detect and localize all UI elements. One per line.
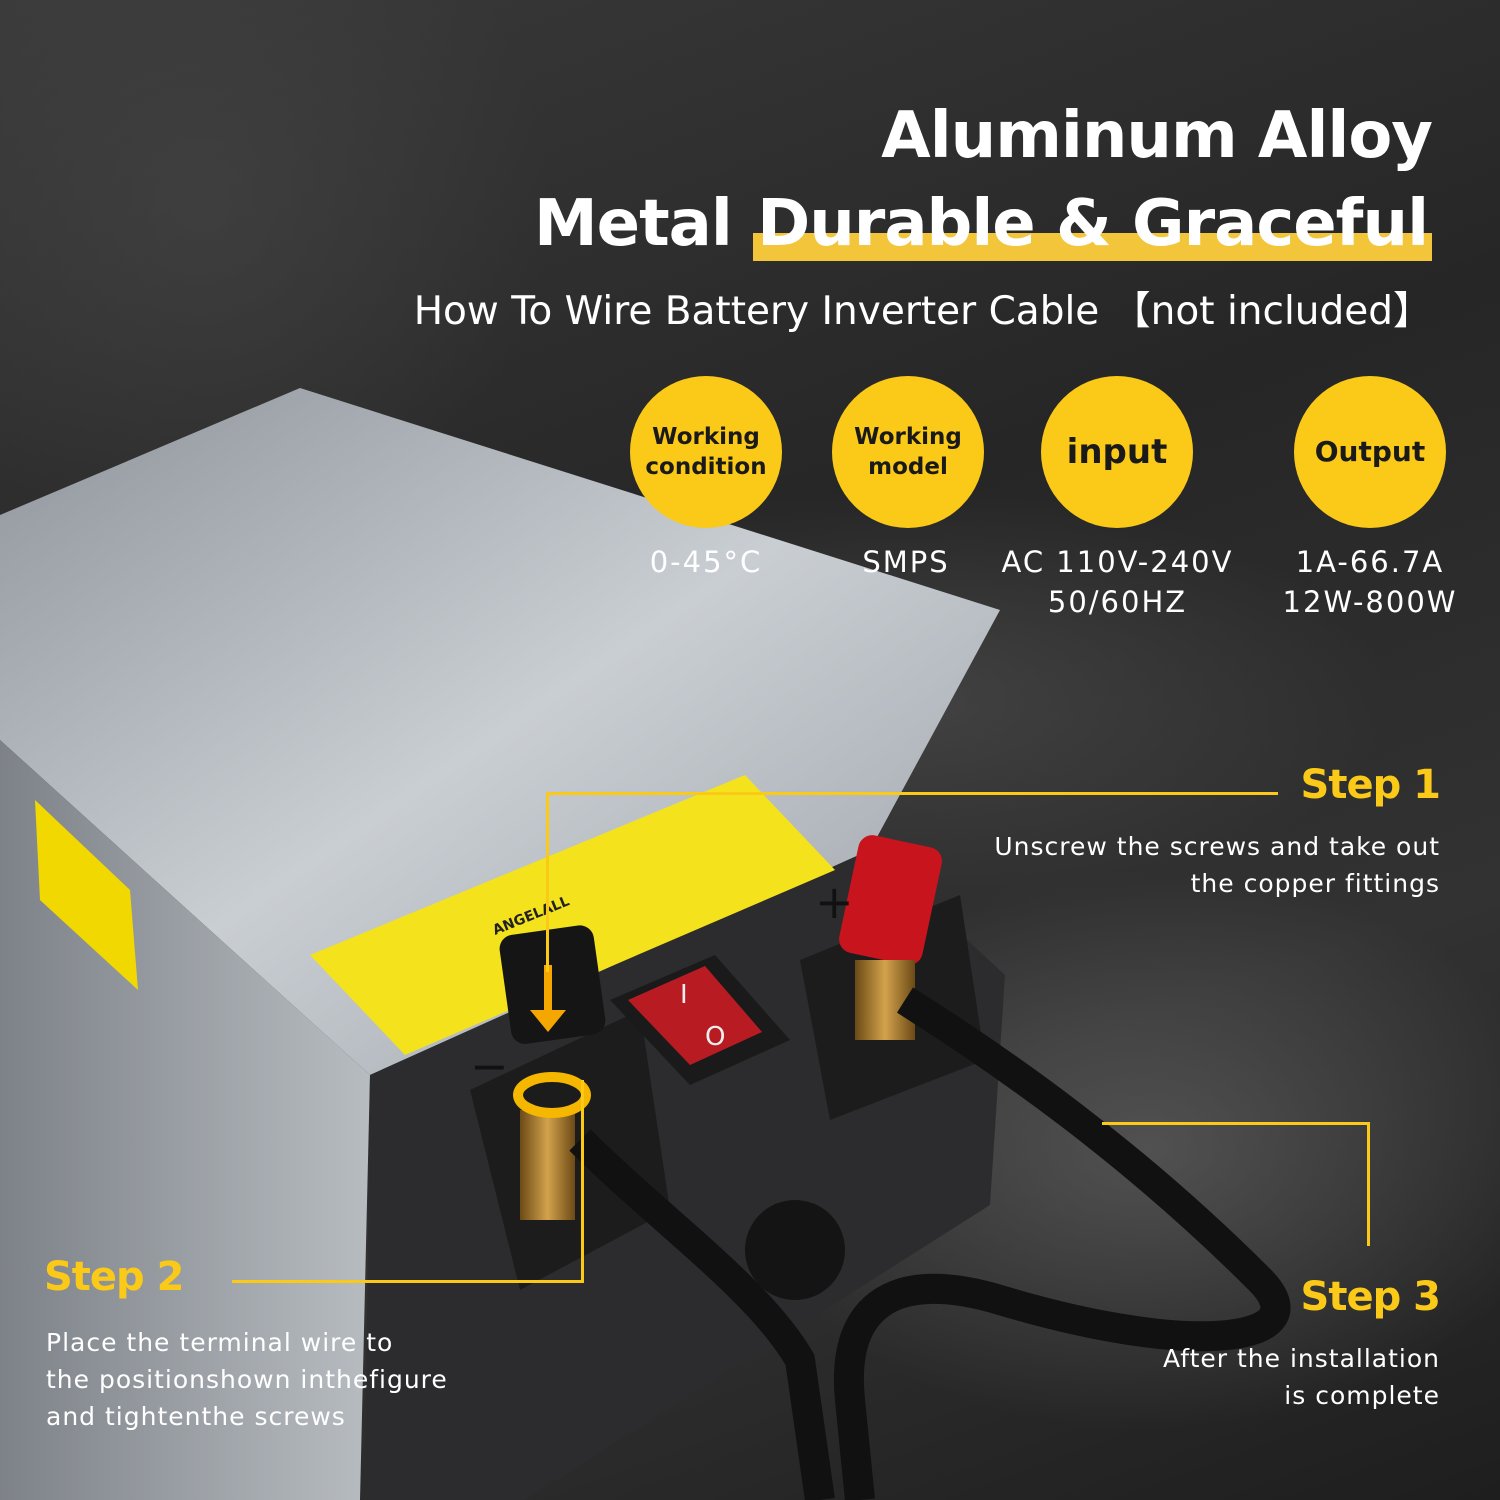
spec-value-input: AC 110V-240V 50/60HZ: [1001, 545, 1234, 619]
headline-highlight: Durable & Graceful: [753, 187, 1432, 261]
subtitle: How To Wire Battery Inverter Cable 【not …: [413, 289, 1432, 334]
step3-title: Step 3: [1300, 1274, 1441, 1320]
switch-on-mark: I: [680, 980, 688, 1010]
plus-sign: +: [815, 875, 854, 929]
headline-plain: Metal: [533, 187, 754, 261]
spec-circle-working-condition: Working condition: [630, 376, 782, 528]
step2-description: Place the terminal wire to the positions…: [46, 1328, 448, 1431]
step2-leader-line: [232, 1280, 584, 1283]
spec-value-working-condition: 0-45°C: [649, 545, 763, 579]
spec-value-working-model: SMPS: [862, 545, 950, 579]
step1-title: Step 1: [1300, 762, 1441, 808]
headline-line-1: Aluminum Alloy: [881, 99, 1433, 173]
warning-label: [310, 775, 835, 1055]
spec-circle-input: input: [1041, 376, 1193, 528]
minus-sign: −: [470, 1039, 509, 1093]
step3-leader-line: [1102, 1122, 1370, 1125]
spec-circle-working-model: Working model: [832, 376, 984, 528]
side-label: [35, 800, 138, 990]
headline-line-2: Metal Durable & Graceful: [534, 180, 1432, 268]
step2-title: Step 2: [44, 1254, 184, 1300]
positive-terminal: [839, 835, 942, 966]
spec-circle-output: Output: [1294, 376, 1446, 528]
negative-terminal: [499, 925, 606, 1044]
headline: Aluminum Alloy Metal Durable & Graceful: [534, 92, 1433, 268]
step1-description: Unscrew the screws and take out the copp…: [994, 832, 1440, 898]
spec-value-output: 1A-66.7A 12W-800W: [1282, 545, 1458, 619]
step1-leader-line: [546, 792, 1278, 795]
step3-description: After the installation is complete: [1163, 1344, 1440, 1410]
switch-off-mark: O: [705, 1022, 725, 1052]
